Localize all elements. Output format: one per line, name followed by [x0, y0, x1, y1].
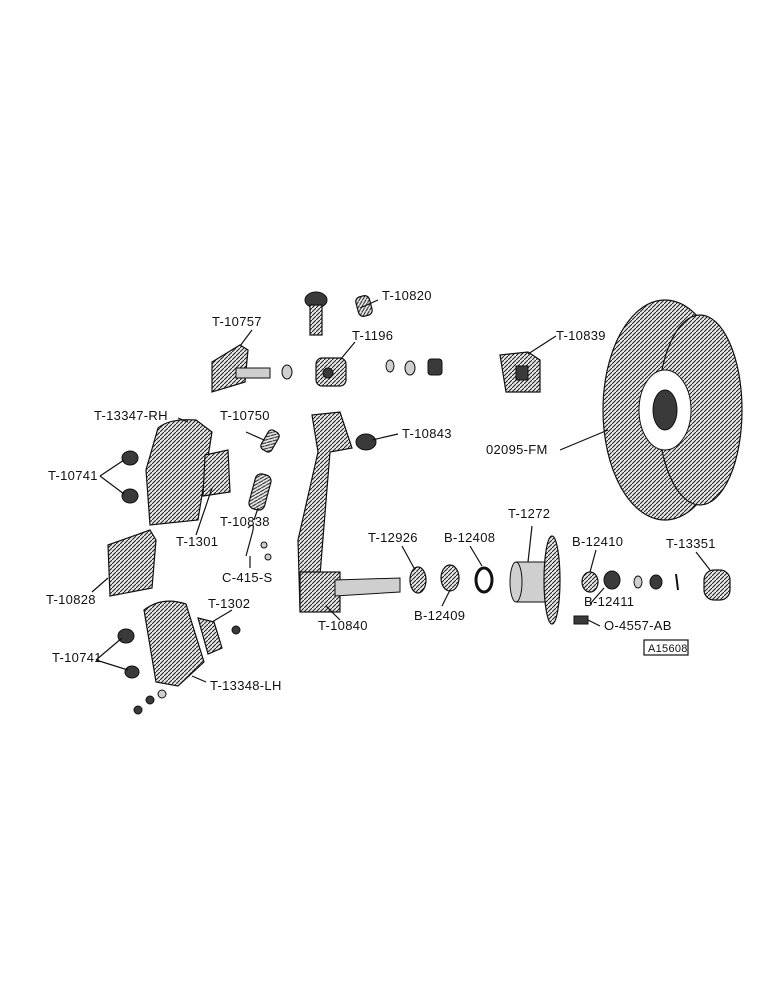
- nut-lh-part: [117, 628, 167, 715]
- spindle-arm-part: [297, 411, 401, 613]
- label-t10741-upper: T-10741: [48, 468, 98, 483]
- label-t13351: T-13351: [666, 536, 716, 551]
- label-b12410: B-12410: [572, 534, 623, 549]
- label-t10839: T-10839: [556, 328, 606, 343]
- label-t1196: T-1196: [352, 328, 393, 343]
- label-t10741-lower: T-10741: [52, 650, 102, 665]
- label-t10840: T-10840: [318, 618, 368, 633]
- bearing-cone-outer-part: [581, 570, 621, 593]
- washer-nut-part: [633, 573, 679, 591]
- label-c415s: C-415-S: [222, 570, 273, 585]
- label-t10820: T-10820: [382, 288, 432, 303]
- pin-part: [260, 429, 280, 453]
- label-t10838: T-10838: [220, 514, 270, 529]
- label-t12926: T-12926: [368, 530, 418, 545]
- label-t1301: T-1301: [176, 534, 218, 549]
- clamp-block-part: [315, 357, 443, 387]
- wheel-rim-part: [602, 299, 743, 521]
- bracket-part: [211, 344, 293, 393]
- fender-lh-part: [143, 600, 205, 687]
- label-t1272: T-1272: [508, 506, 550, 521]
- fender-rh-part: [145, 419, 213, 526]
- bearing-cup-part: [474, 566, 494, 594]
- label-t13348-lh: T-13348-LH: [210, 678, 282, 693]
- label-t10750: T-10750: [220, 408, 270, 423]
- seal-part: [409, 566, 427, 594]
- label-t1302: T-1302: [208, 596, 250, 611]
- label-b12408: B-12408: [444, 530, 495, 545]
- leader-lines: [91, 299, 711, 683]
- bracket-lh-part: [197, 617, 241, 655]
- reference-tag-text: A15608: [648, 643, 688, 655]
- label-b12411: B-12411: [584, 594, 634, 609]
- label-02095-fm: 02095-FM: [486, 442, 548, 457]
- clamp-part: [499, 351, 541, 393]
- nut-part: [121, 450, 139, 504]
- shield-part: [107, 529, 157, 597]
- label-t10828: T-10828: [46, 592, 96, 607]
- bolt-part: [304, 291, 328, 336]
- grease-fitting-part: [573, 615, 589, 625]
- label-o4557ab: O-4557-AB: [604, 618, 672, 633]
- hub-part: [509, 535, 561, 625]
- bearing-cone-part: [440, 564, 460, 592]
- hub-cap-part: [703, 569, 731, 601]
- label-t13347-rh: T-13347-RH: [94, 408, 168, 423]
- cotter-pin-part: [245, 524, 272, 561]
- label-t10843: T-10843: [402, 426, 452, 441]
- spring-part: [248, 473, 272, 511]
- plate-part: [202, 449, 231, 497]
- reference-tag: A15608: [643, 639, 689, 656]
- label-t10757: T-10757: [212, 314, 262, 329]
- label-b12409: B-12409: [414, 608, 465, 623]
